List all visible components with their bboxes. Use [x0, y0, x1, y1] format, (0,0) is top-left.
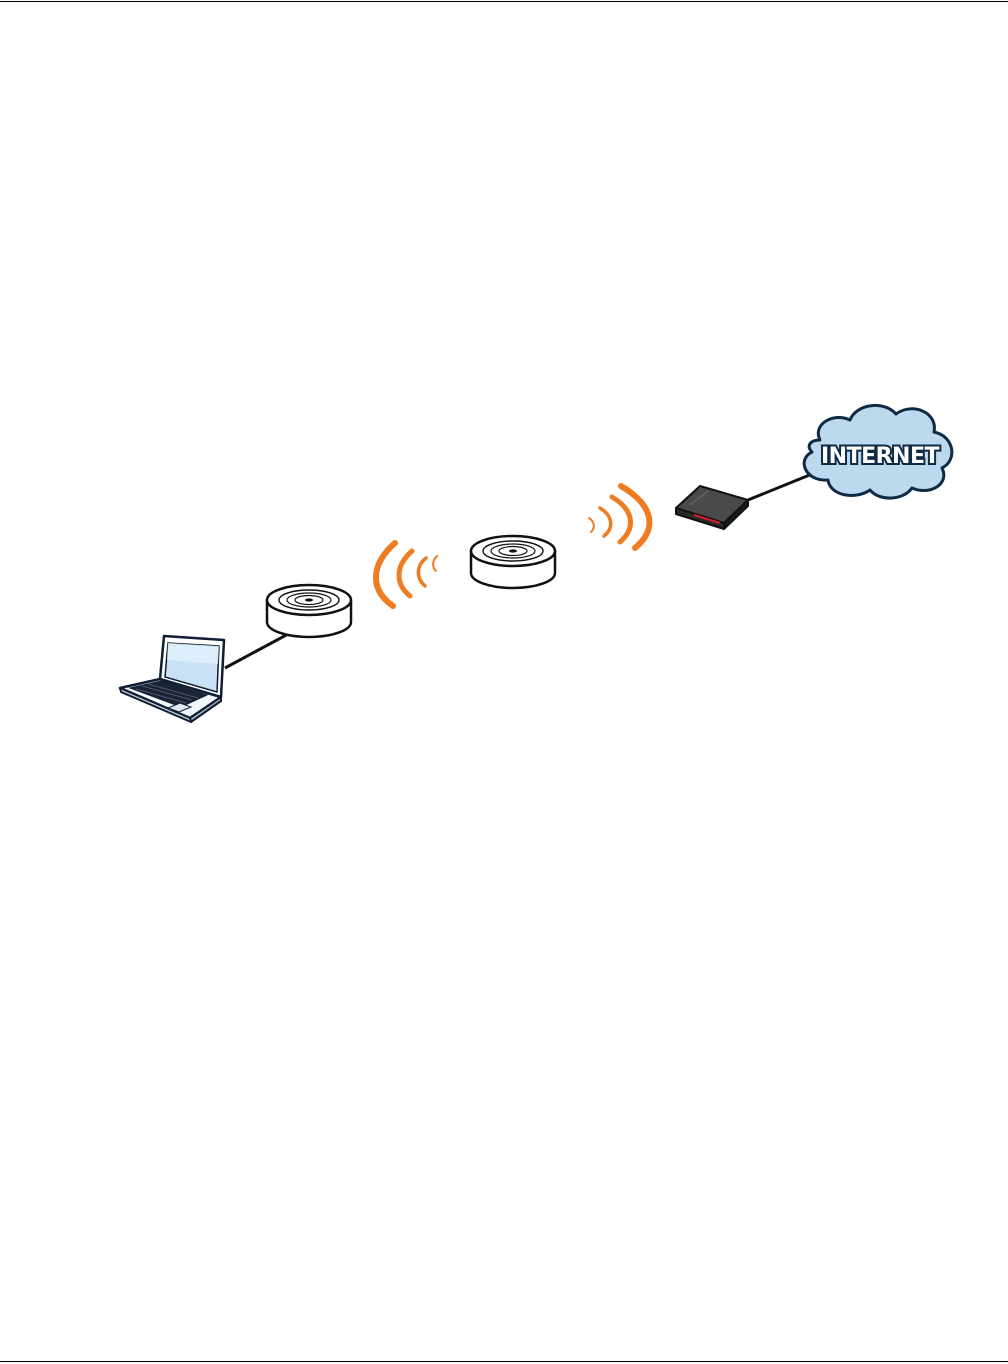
wireless-signal-icon — [589, 486, 649, 548]
wireless-signal-icon — [376, 543, 437, 606]
page-bottom-rule — [0, 1361, 1008, 1362]
wired-link-laptop-ap — [225, 633, 290, 668]
access-point-icon — [267, 585, 351, 637]
cloud-icon: INTERNET — [804, 405, 952, 498]
access-point-icon — [471, 536, 555, 588]
wired-link-router-internet — [748, 474, 812, 500]
internet-label: INTERNET — [821, 444, 940, 469]
router-icon — [676, 486, 748, 529]
laptop-icon — [120, 636, 224, 722]
